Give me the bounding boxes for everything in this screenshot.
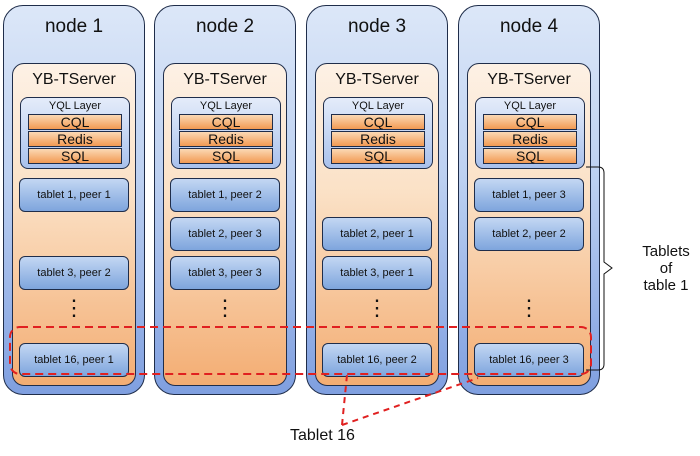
tablet-box: tablet 1, peer 1 [19, 178, 129, 212]
tserver-title: YB-TServer [487, 71, 571, 88]
tablet-box: tablet 16, peer 2 [322, 343, 432, 377]
api-sql: SQL [483, 148, 577, 164]
node-title: node 4 [499, 16, 559, 37]
tserver-title: YB-TServer [183, 71, 267, 88]
tablet-box: tablet 2, peer 1 [322, 217, 432, 251]
tablets-of-table-label: Tablets of table 1 [636, 243, 696, 294]
tablet-box: tablet 1, peer 3 [474, 178, 584, 212]
api-redis: Redis [483, 131, 577, 147]
tablet16-callout-left [341, 374, 348, 426]
tablets-label-line: of [659, 260, 673, 277]
tablet-box: tablet 1, peer 2 [170, 178, 280, 212]
tablet-box: tablet 16, peer 3 [474, 343, 584, 377]
api-sql: SQL [331, 148, 425, 164]
tserver-title: YB-TServer [335, 71, 419, 88]
api-cql: CQL [483, 114, 577, 130]
node-title: node 3 [347, 16, 407, 37]
api-cql: CQL [28, 114, 122, 130]
node-title: node 1 [44, 16, 104, 37]
yql-layer-title: YQL Layer [503, 100, 557, 112]
api-cql: CQL [331, 114, 425, 130]
table1-brace [586, 166, 613, 371]
tablet16-highlight [9, 326, 592, 375]
yql-layer-title: YQL Layer [48, 100, 102, 112]
yql-layer-title: YQL Layer [351, 100, 405, 112]
node-title: node 2 [195, 16, 255, 37]
tablets-label-line: table 1 [643, 277, 689, 294]
tablet-box: tablet 2, peer 2 [474, 217, 584, 251]
tablet-box: tablet 2, peer 3 [170, 217, 280, 251]
tserver-title: YB-TServer [32, 71, 116, 88]
api-cql: CQL [179, 114, 273, 130]
yql-layer-title: YQL Layer [199, 100, 253, 112]
api-sql: SQL [28, 148, 122, 164]
api-redis: Redis [28, 131, 122, 147]
api-sql: SQL [179, 148, 273, 164]
tablet-box: tablet 3, peer 2 [19, 256, 129, 290]
tablet16-callout-right [341, 377, 479, 426]
tablet16-label: Tablet 16 [290, 427, 355, 444]
tablet-box: tablet 3, peer 3 [170, 256, 280, 290]
api-redis: Redis [331, 131, 425, 147]
tablet-box: tablet 16, peer 1 [19, 343, 129, 377]
tablets-label-line: Tablets [642, 243, 690, 260]
api-redis: Redis [179, 131, 273, 147]
tablet-box: tablet 3, peer 1 [322, 256, 432, 290]
